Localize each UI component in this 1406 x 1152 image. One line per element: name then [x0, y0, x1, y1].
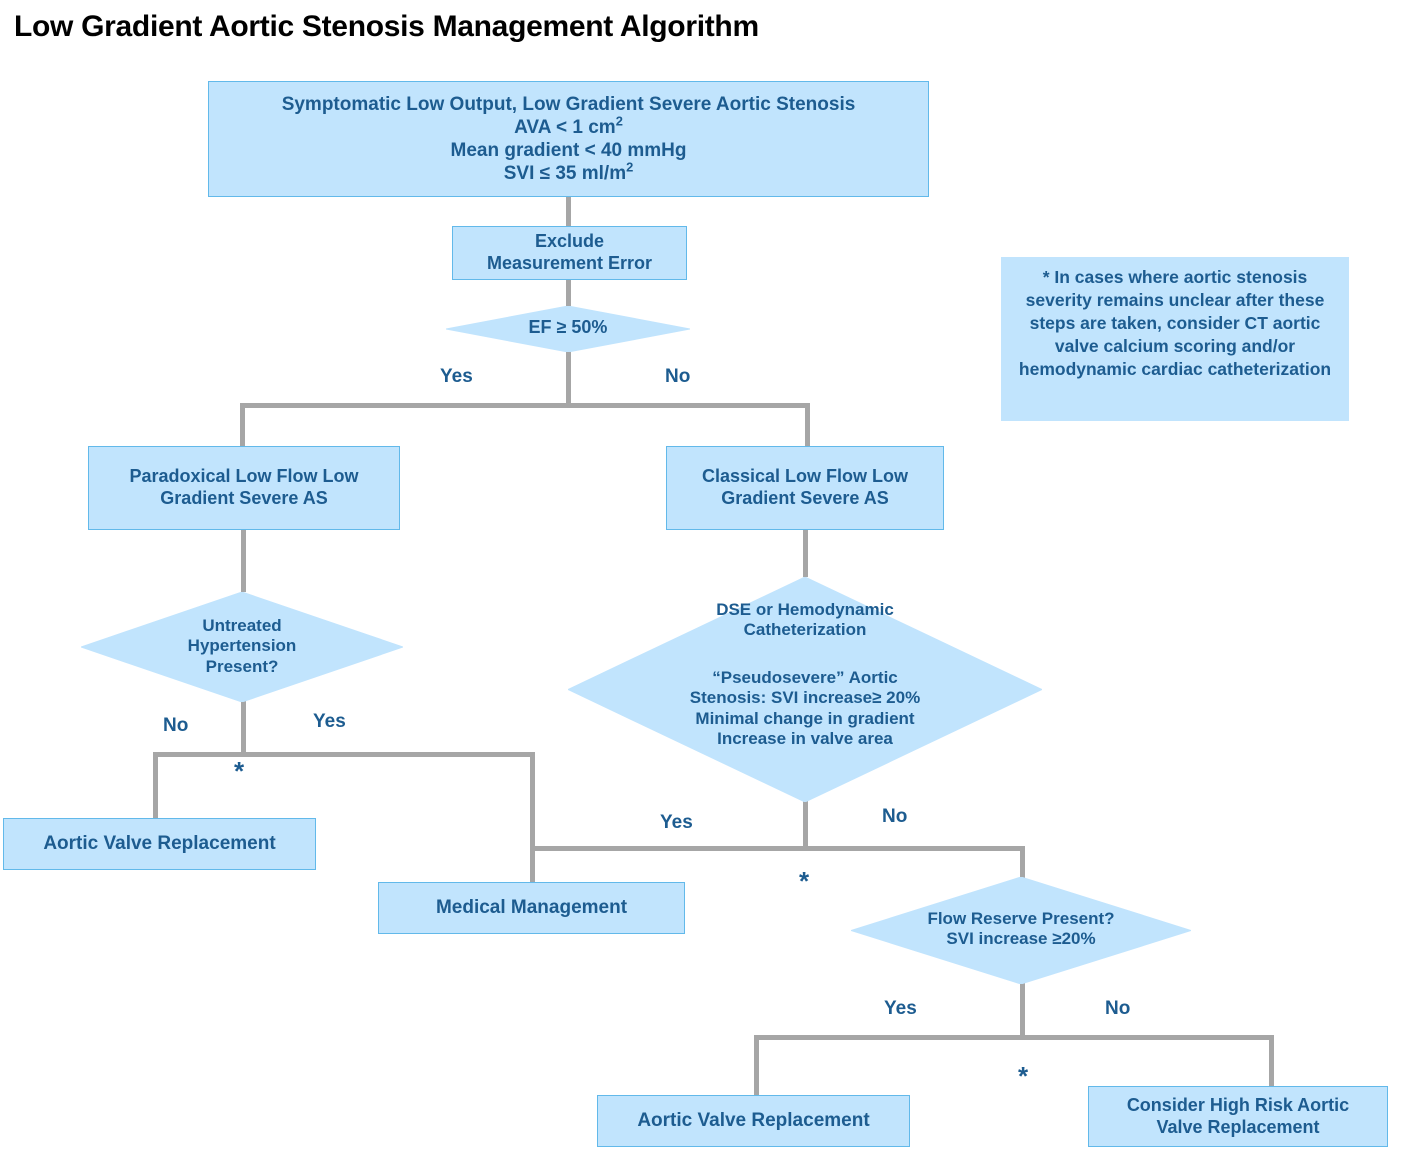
diamond-shape-hypertension [81, 592, 403, 702]
edge-label-flow-no: No [1105, 998, 1131, 1019]
node-classical-line2: Gradient Severe AS [721, 488, 889, 508]
connector-dse-horizontal [530, 846, 1025, 851]
node-aortic-valve-replacement-left[interactable]: Aortic Valve Replacement [3, 818, 316, 870]
decision-dse-hemodynamic[interactable]: DSE or Hemodynamic Catheterization “Pseu… [568, 577, 1042, 802]
edge-label-ef-no: No [665, 366, 691, 387]
connector-flow-no-down [1269, 1035, 1274, 1088]
diamond-shape-dse [568, 577, 1042, 802]
connector-paradoxical-to-htn [241, 530, 246, 592]
node-paradoxical-low-flow[interactable]: Paradoxical Low Flow Low Gradient Severe… [88, 446, 400, 530]
connector-dse-no-down [1020, 846, 1025, 890]
decision-untreated-hypertension[interactable]: Untreated Hypertension Present? [81, 592, 403, 702]
node-high-risk-avr-line1: Consider High Risk Aortic [1126, 1094, 1350, 1115]
node-start-line2: AVA < 1 cm2 [514, 113, 623, 138]
star-marker-dse: * [799, 866, 810, 896]
connector-htn-stem [241, 700, 246, 755]
connector-htn-horizontal [153, 752, 535, 757]
node-paradoxical-line1: Paradoxical Low Flow Low [129, 466, 359, 487]
edge-label-ef-yes: Yes [440, 366, 473, 387]
edge-label-dse-no: No [882, 806, 908, 827]
connector-ef-horizontal [240, 403, 810, 408]
connector-classical-to-dse [803, 530, 808, 577]
node-aortic-valve-replacement-bottom[interactable]: Aortic Valve Replacement [597, 1095, 910, 1147]
node-start-line3: Mean gradient < 40 mmHg [450, 140, 687, 161]
edge-label-flow-yes: Yes [884, 998, 917, 1019]
edge-label-dse-yes: Yes [660, 812, 693, 833]
edge-label-htn-no: No [163, 715, 189, 736]
connector-htn-no-down [153, 752, 158, 818]
connector-start-to-exclude [566, 197, 571, 226]
node-exclude-measurement-error[interactable]: Exclude Measurement Error [452, 226, 687, 280]
footnote-text: * In cases where aortic stenosis severit… [1018, 267, 1332, 380]
node-avr-bottom-label: Aortic Valve Replacement [637, 1110, 870, 1132]
node-exclude-line2: Measurement Error [486, 253, 653, 273]
node-avr-left-label: Aortic Valve Replacement [43, 833, 276, 855]
decision-ef[interactable]: EF ≥ 50% [446, 306, 690, 352]
edge-label-htn-yes: Yes [313, 711, 346, 732]
star-marker-flow-reserve: * [1018, 1061, 1029, 1091]
connector-ef-no-down [805, 403, 810, 447]
connector-dse-stem [803, 800, 808, 850]
decision-flow-reserve[interactable]: Flow Reserve Present? SVI increase ≥20% [851, 877, 1191, 984]
node-medical-management[interactable]: Medical Management [378, 882, 685, 934]
node-start-line1: Symptomatic Low Output, Low Gradient Sev… [281, 93, 856, 115]
connector-flow-stem [1020, 959, 1025, 1037]
connector-ef-stem [566, 350, 571, 407]
connector-flow-horizontal [754, 1035, 1274, 1040]
node-start-line4: SVI ≤ 35 ml/m2 [503, 159, 634, 185]
connector-ef-yes-down [240, 403, 245, 447]
node-exclude-line1: Exclude [534, 231, 605, 252]
page-title: Low Gradient Aortic Stenosis Management … [14, 10, 759, 43]
node-start[interactable]: Symptomatic Low Output, Low Gradient Sev… [208, 81, 929, 197]
node-high-risk-avr-line2: Valve Replacement [1156, 1116, 1320, 1137]
diamond-shape-flow-reserve [851, 877, 1191, 984]
footnote-note-box: * In cases where aortic stenosis severit… [1001, 257, 1349, 421]
node-medical-management-label: Medical Management [435, 897, 628, 919]
node-classical-low-flow[interactable]: Classical Low Flow Low Gradient Severe A… [666, 446, 944, 530]
node-classical-line1: Classical Low Flow Low [701, 466, 909, 487]
connector-exclude-to-ef [566, 280, 571, 306]
node-paradoxical-line2: Gradient Severe AS [160, 488, 328, 508]
connector-flow-yes-down [754, 1035, 759, 1097]
diamond-shape-ef [446, 306, 690, 352]
node-consider-high-risk-avr[interactable]: Consider High Risk Aortic Valve Replacem… [1088, 1086, 1388, 1147]
star-marker-hypertension: * [234, 756, 245, 786]
connector-htn-yes-down [530, 752, 535, 882]
